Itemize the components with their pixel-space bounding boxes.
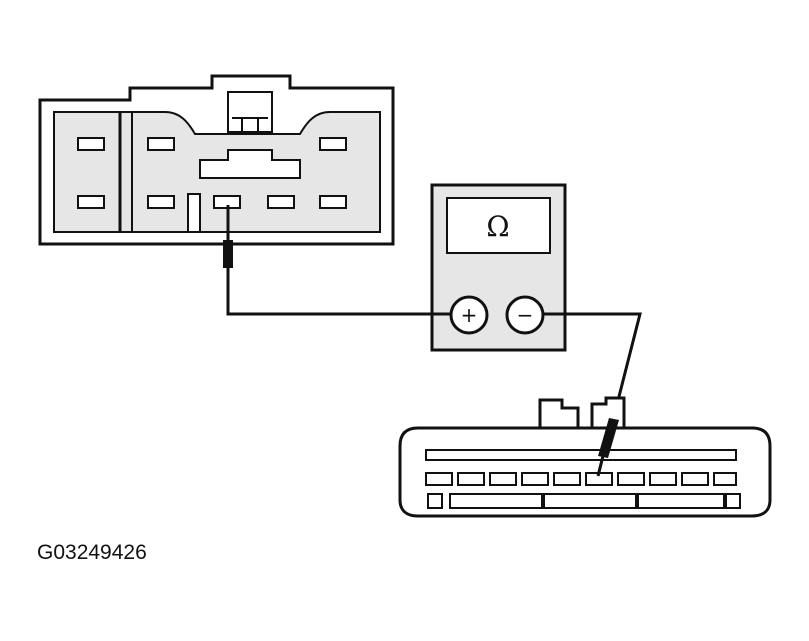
cavity: [319, 137, 347, 151]
probe-lower: [596, 418, 619, 477]
upper-connector-cavities: [77, 137, 347, 233]
test-leads: [226, 268, 642, 429]
lower-connector-cavities: [425, 472, 737, 486]
cavity: [457, 472, 485, 486]
upper-connector: [38, 74, 395, 246]
cavity: [319, 195, 347, 209]
ohmmeter-display: [446, 197, 551, 254]
cavity: [521, 472, 549, 486]
cavity: [553, 472, 581, 486]
cavity: [187, 193, 201, 233]
upper-connector-key: [199, 149, 301, 179]
cavity: [267, 195, 295, 209]
negative-lead: [543, 312, 642, 429]
cavity: [77, 137, 105, 151]
negative-terminal-label: −: [517, 303, 534, 327]
figure-id: G03249426: [37, 541, 147, 564]
cavity: [147, 137, 175, 151]
ohmmeter: Ω + −: [430, 183, 567, 352]
probe-upper: [223, 205, 233, 268]
cavity: [147, 195, 175, 209]
positive-lead: [226, 268, 451, 316]
lower-connector-tabs: [538, 396, 626, 428]
lower-connector-top-rail: [425, 449, 737, 461]
cavity: [681, 472, 709, 486]
positive-terminal-label: +: [461, 303, 478, 327]
upper-connector-latch: [227, 91, 273, 133]
cavity: [489, 472, 517, 486]
cavity: [713, 472, 737, 486]
lower-connector-bottom-slots: [427, 493, 741, 509]
cavity: [77, 195, 105, 209]
cavity: [649, 472, 677, 486]
cavity: [617, 472, 645, 486]
ohm-symbol: Ω: [486, 210, 509, 243]
lower-connector: [398, 396, 772, 518]
cavity: [425, 472, 453, 486]
